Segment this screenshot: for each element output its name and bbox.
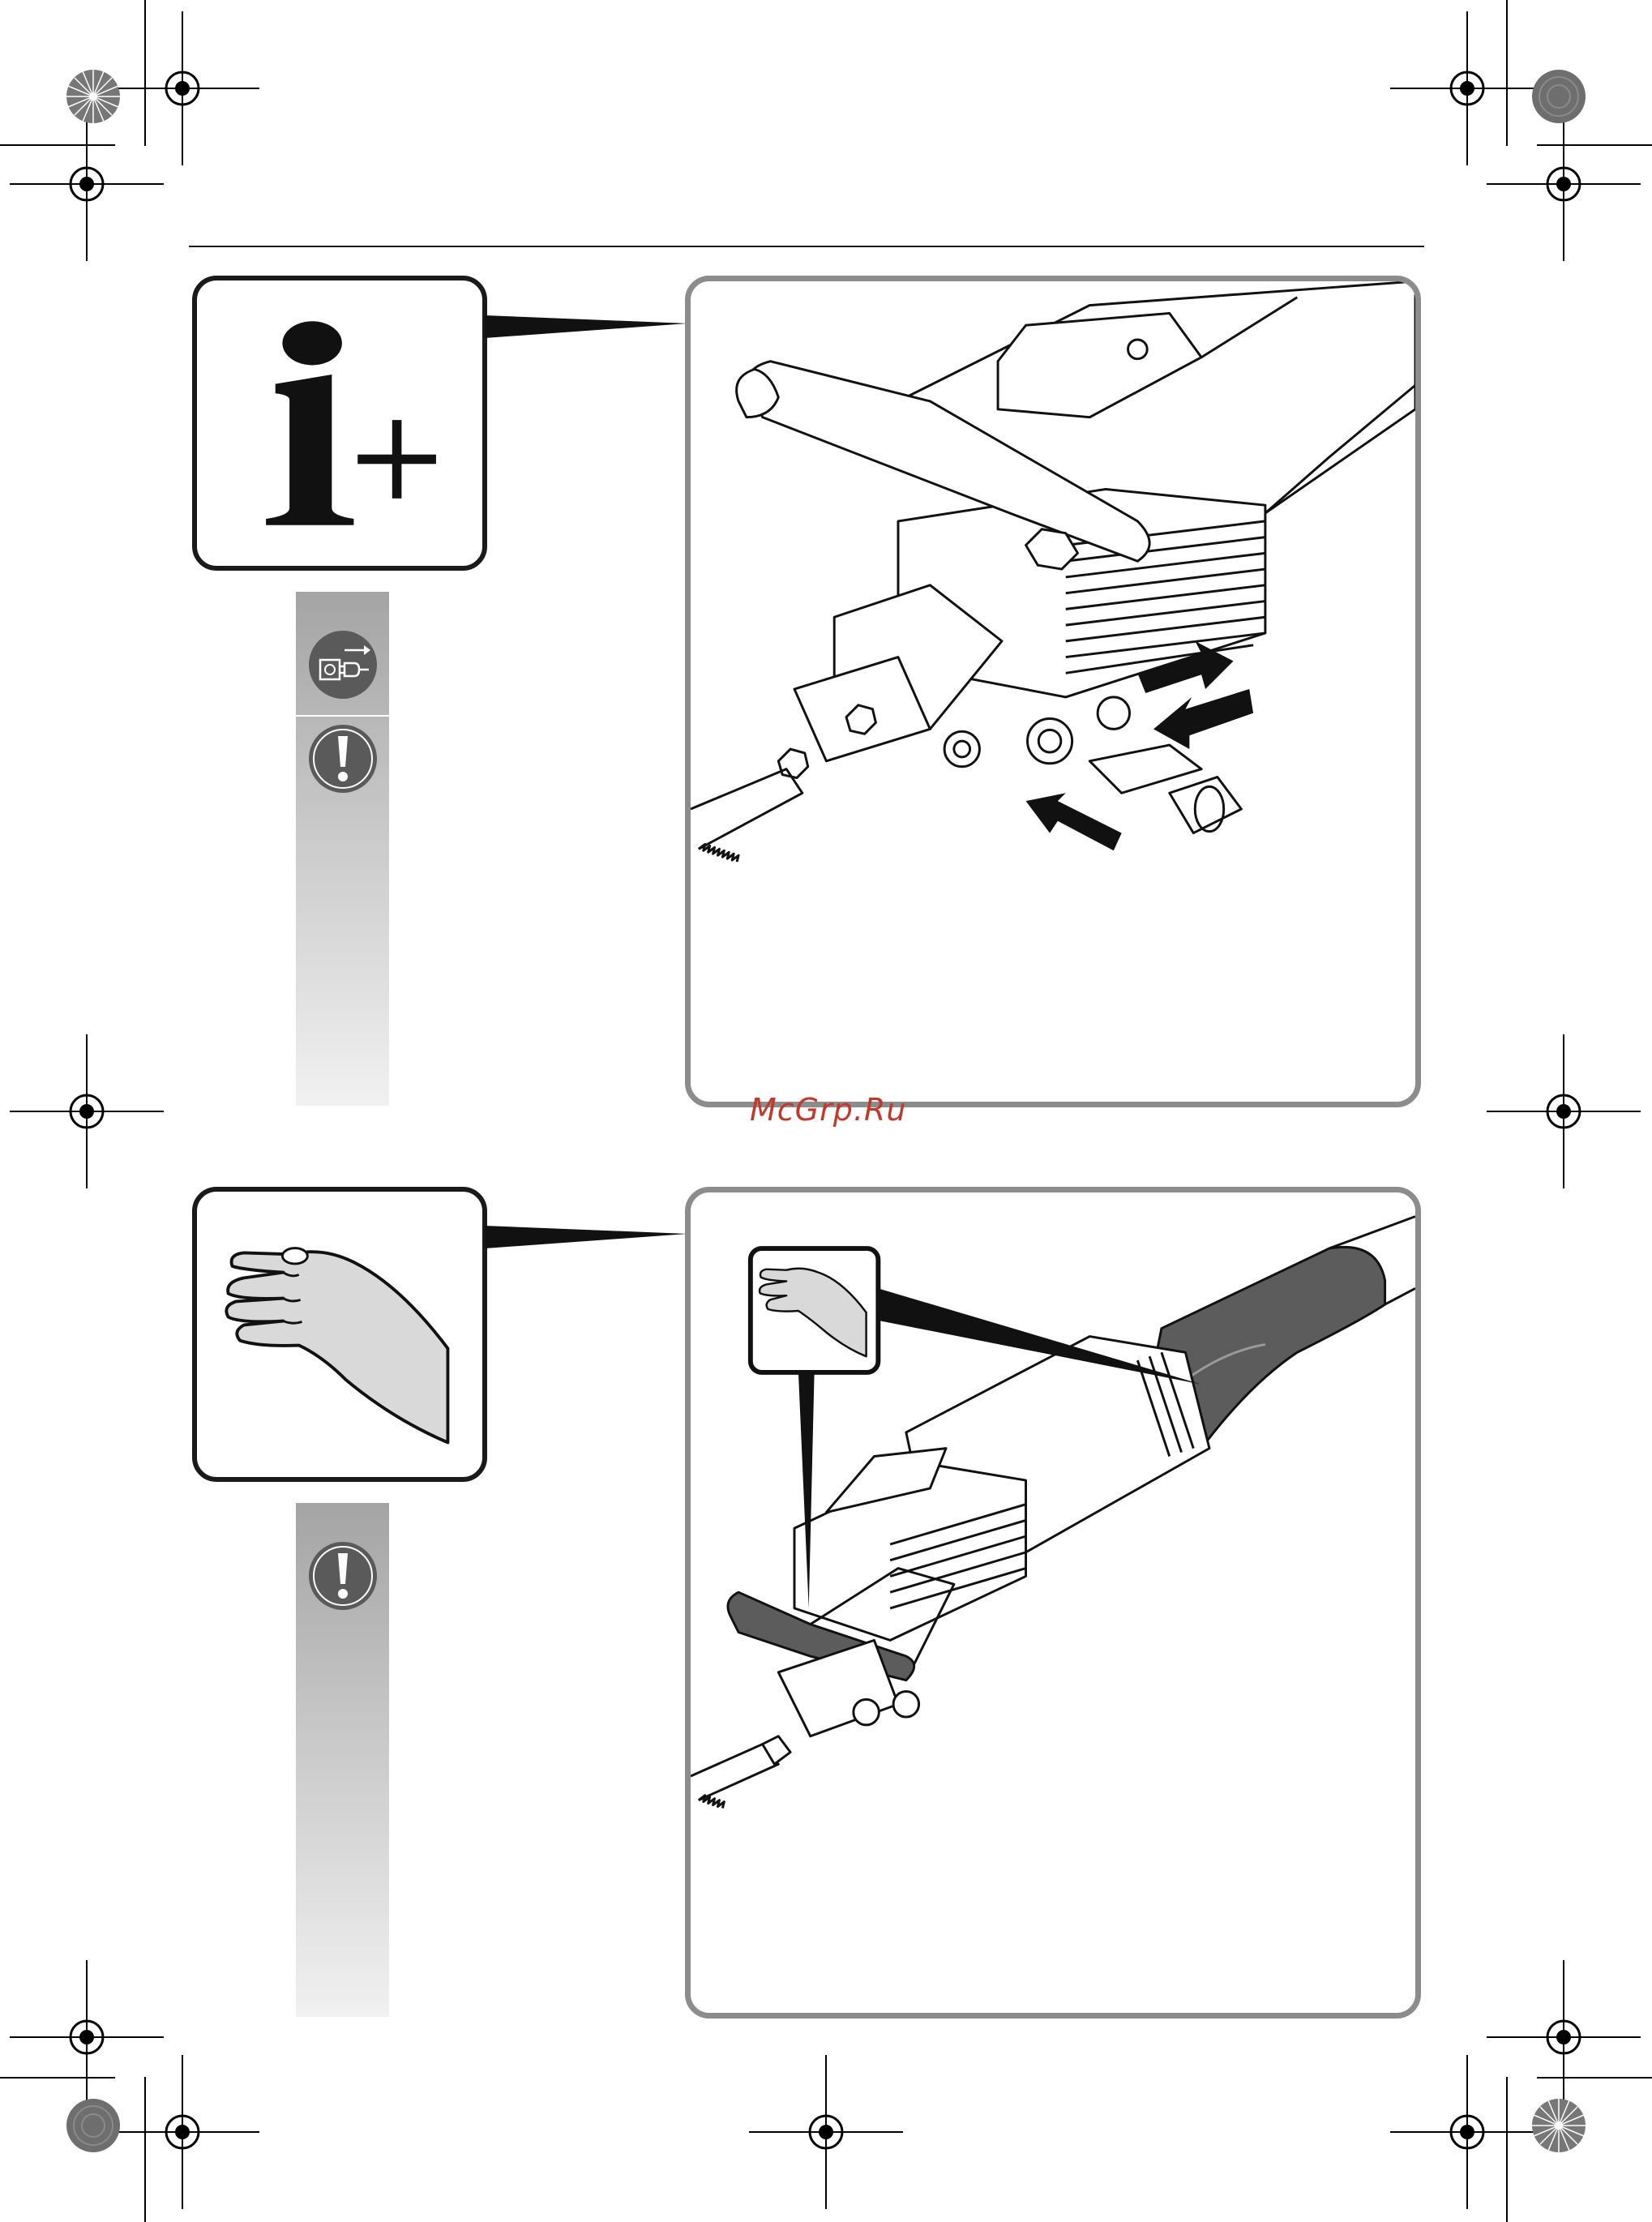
blade-clamp-installation-illustration xyxy=(685,276,1421,1107)
arrow-icon xyxy=(1153,689,1253,749)
trim-line xyxy=(0,144,115,146)
notice-strip xyxy=(296,1503,389,2017)
header-rule xyxy=(189,246,1424,247)
saber-saw-grip-illustration xyxy=(685,1187,1421,2019)
trim-line xyxy=(144,0,146,146)
unplug-icon xyxy=(307,629,379,700)
trim-line xyxy=(144,2077,146,2222)
strip-divider xyxy=(296,715,389,717)
registration-target-icon xyxy=(1487,107,1641,261)
callout-pointer xyxy=(485,312,687,345)
starburst-registration-icon xyxy=(1530,2097,1587,2154)
registration-target-icon xyxy=(10,107,164,261)
callout-pointer xyxy=(485,1222,687,1255)
gray-registration-disc-icon xyxy=(65,2097,122,2154)
arrow-icon xyxy=(1026,793,1122,850)
starburst-registration-icon xyxy=(65,68,122,125)
hand-grip-icon xyxy=(751,1248,879,1372)
trim-line xyxy=(1506,0,1508,146)
watermark-text: McGrp.Ru xyxy=(750,1092,906,1128)
registration-target-icon xyxy=(1390,2055,1544,2209)
registration-target-icon xyxy=(10,1034,164,1188)
registration-target-icon xyxy=(105,2055,259,2209)
info-plus-symbol-box xyxy=(192,276,487,571)
hand-grip-icon xyxy=(197,1192,482,1477)
trim-line xyxy=(1537,2077,1652,2079)
info-plus-icon xyxy=(197,280,482,566)
trim-line xyxy=(1506,2077,1508,2222)
registration-target-icon xyxy=(749,2055,903,2209)
warning-exclamation-icon xyxy=(307,1540,379,1612)
warning-exclamation-icon xyxy=(307,723,379,794)
trim-line xyxy=(0,2077,115,2079)
hand-grip-symbol-box xyxy=(192,1187,487,1482)
notice-strip xyxy=(296,592,389,1106)
gray-registration-disc-icon xyxy=(1530,68,1587,125)
registration-target-icon xyxy=(1487,1034,1641,1188)
trim-line xyxy=(1537,144,1652,146)
